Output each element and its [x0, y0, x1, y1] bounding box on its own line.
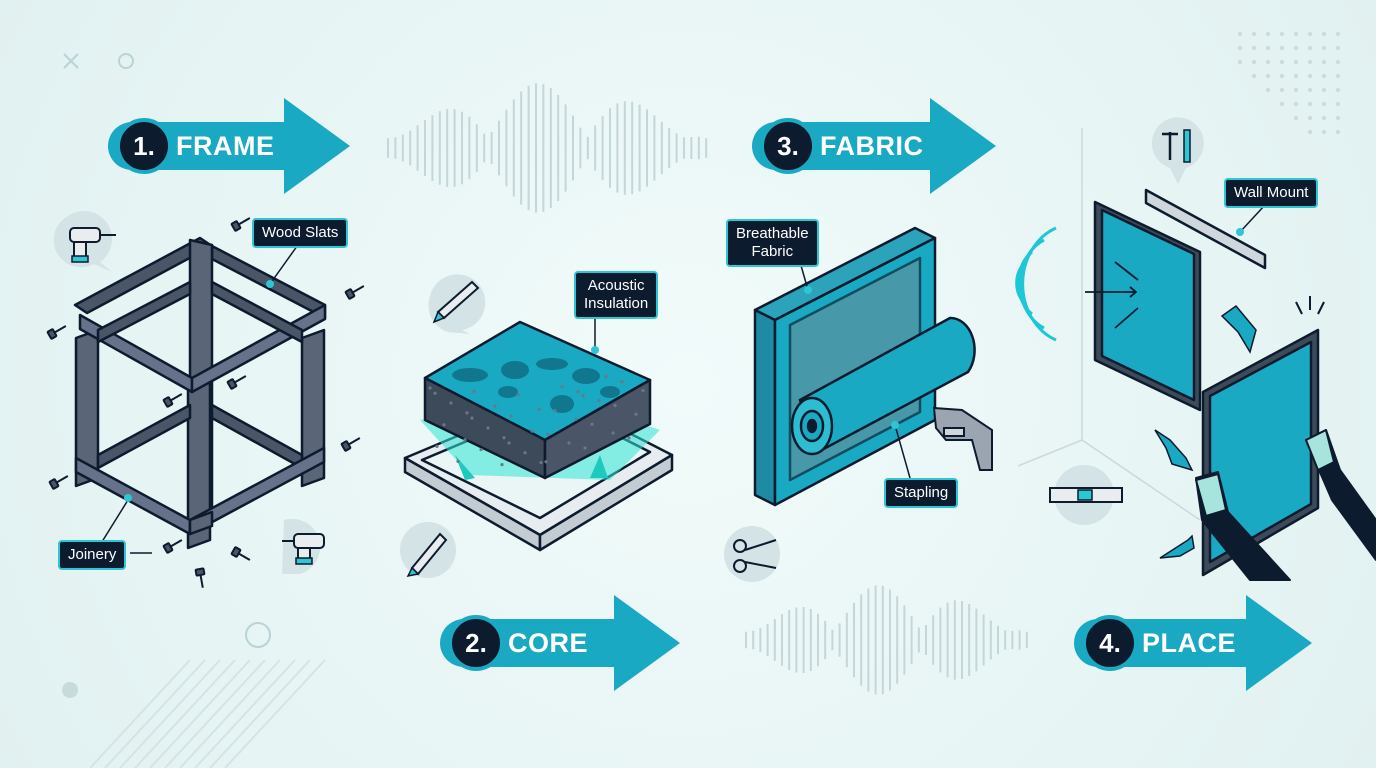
drill-icon [282, 518, 325, 574]
callout-wood-slats-text: Wood Slats [262, 224, 339, 241]
utility-knife-icon [400, 522, 456, 578]
callout-acoustic-insulation: Acoustic Insulation [574, 271, 659, 319]
callout-joinery-text: Joinery [68, 546, 117, 563]
scissors-icon [724, 526, 780, 582]
sound-wave-icon [1015, 226, 1057, 342]
callout-joinery: Joinery [58, 540, 127, 570]
callout-wall-mount-text: Wall Mount [1234, 184, 1309, 201]
step-4-number: 4. [1082, 615, 1138, 671]
callout-breathable-fabric: Breathable Fabric [726, 219, 819, 267]
callout-breathable-fabric-line2: Fabric [751, 243, 794, 260]
step-3-title: FABRIC [820, 131, 924, 161]
callout-breathable-fabric-line1: Breathable [736, 225, 809, 242]
wall-anchor-icon [1151, 117, 1204, 184]
step-1-number: 1. [116, 118, 172, 174]
step-4-title: PLACE [1142, 628, 1237, 658]
step-2-banner: 2. CORE [440, 595, 680, 691]
step-3-banner: 3. FABRIC [752, 98, 996, 194]
callout-wall-mount: Wall Mount [1224, 178, 1319, 208]
callout-stapling: Stapling [884, 478, 959, 508]
drill-icon [53, 210, 116, 272]
callout-acoustic-insulation-line2: Insulation [584, 295, 649, 312]
utility-knife-icon [428, 274, 486, 334]
step-1-banner: 1. FRAME [108, 98, 350, 194]
callout-stapling-text: Stapling [894, 484, 949, 501]
step-4-banner: 4. PLACE [1074, 595, 1312, 691]
step-2-title: CORE [508, 628, 589, 658]
callout-acoustic-insulation-line1: Acoustic [587, 277, 645, 294]
step-3-number: 3. [760, 118, 816, 174]
callout-wood-slats: Wood Slats [252, 218, 349, 248]
spirit-level-icon [1049, 465, 1123, 525]
step-1-title: FRAME [176, 131, 275, 161]
step-2-number: 2. [448, 615, 504, 671]
staple-gun-icon [932, 406, 993, 471]
